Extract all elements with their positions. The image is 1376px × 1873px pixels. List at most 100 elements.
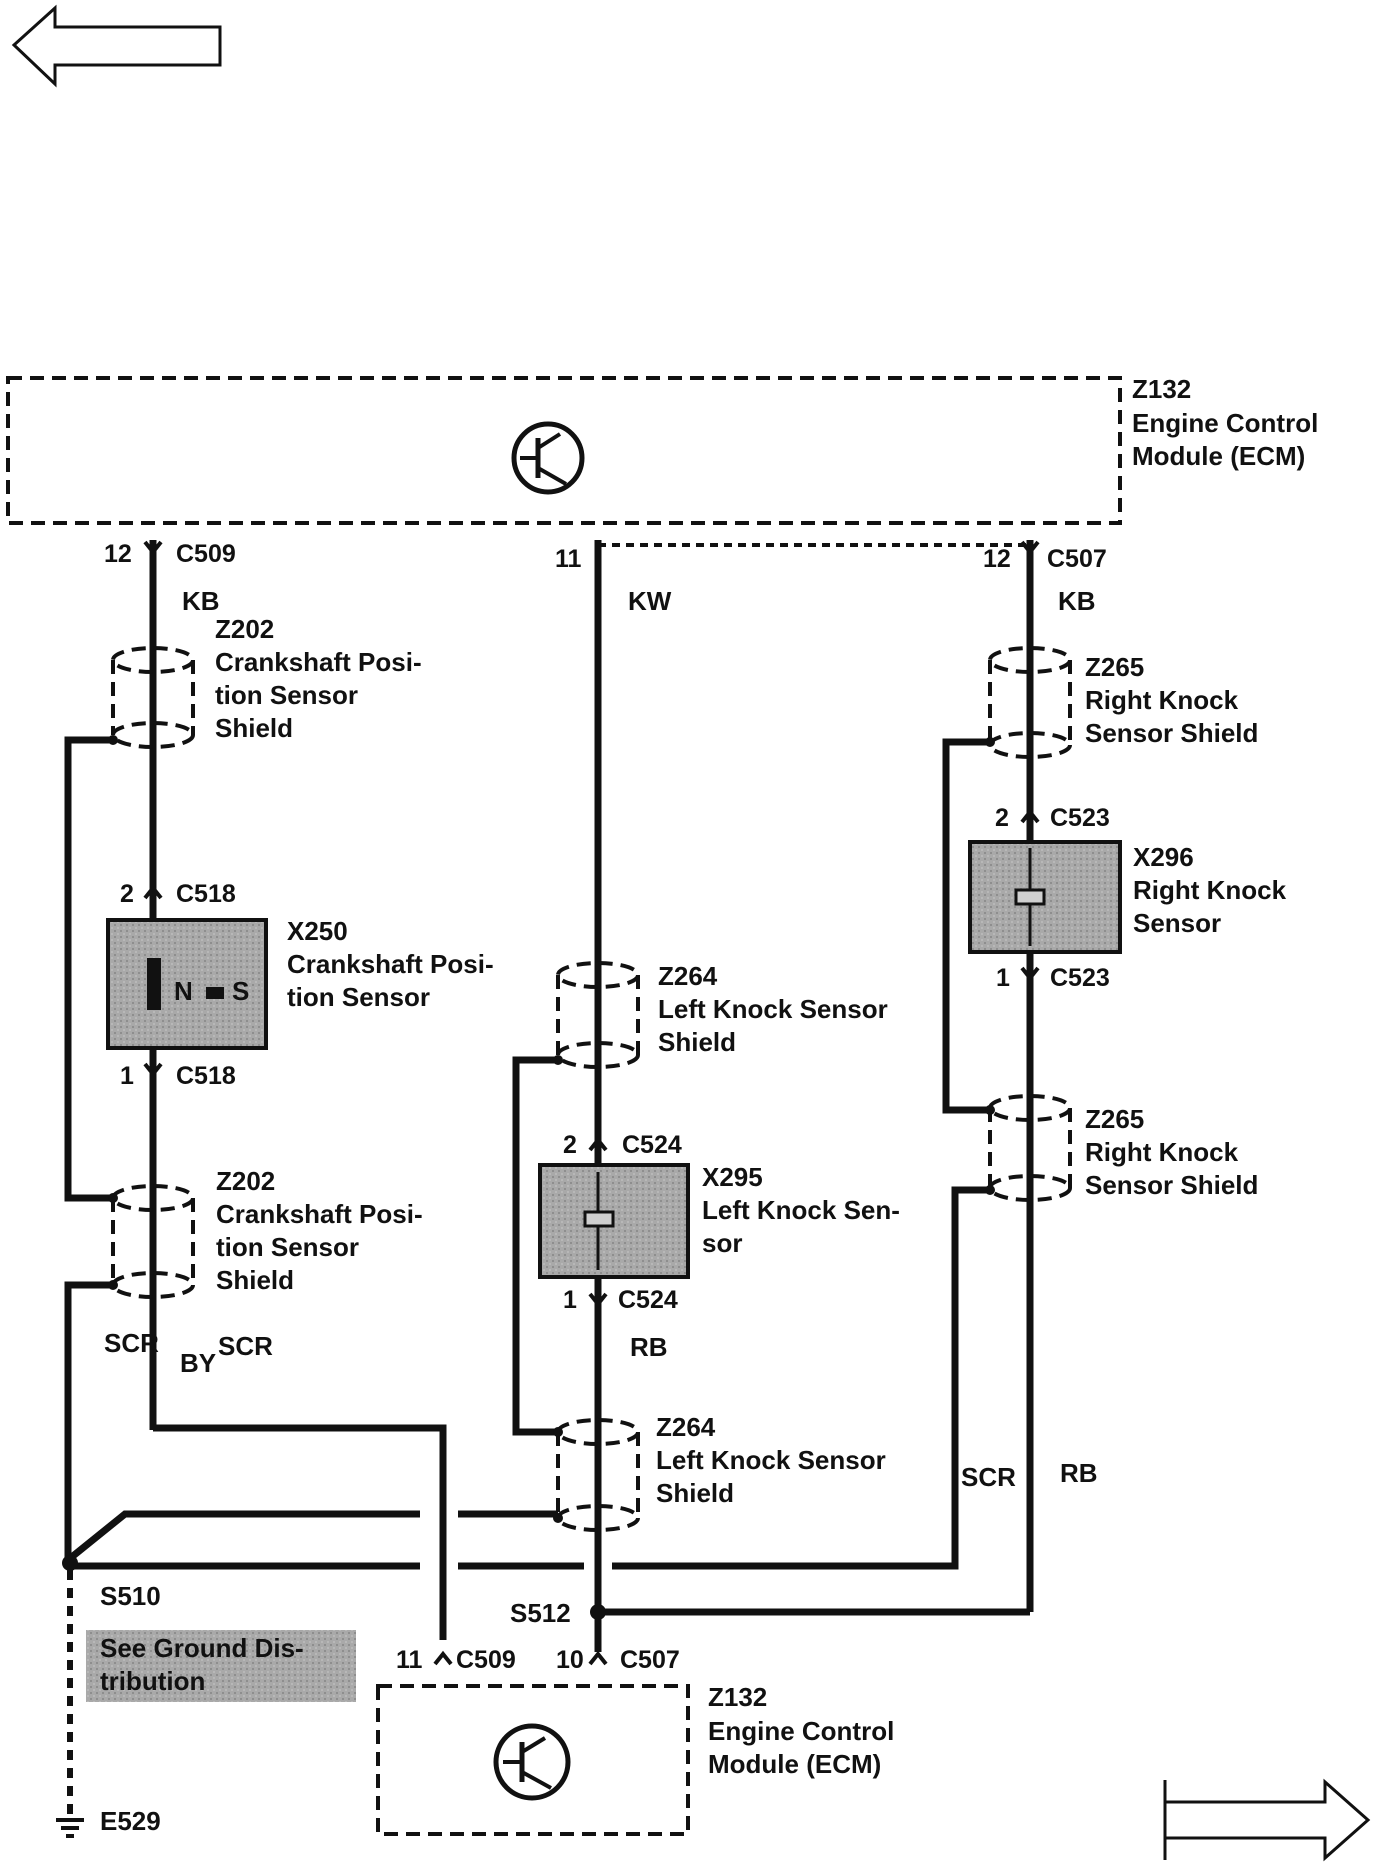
shield-drain-middle[interactable]	[512, 1056, 558, 1436]
x296-line2: Sensor	[1133, 908, 1221, 938]
c518-upper-name: C518	[176, 880, 236, 908]
x250-symbol-s: S	[232, 976, 249, 1006]
c518-lower-pin: 1	[120, 1062, 134, 1090]
c507-top-name: C507	[1047, 545, 1107, 573]
c507-bottom-pin: 10	[556, 1646, 584, 1674]
connector-marks	[143, 540, 1040, 1666]
shield-ground-network: SCR SCR S510 S512 E529	[56, 1328, 1030, 1838]
c523-upper-name: C523	[1050, 804, 1110, 832]
magnet-icon	[147, 958, 161, 1010]
arrow-left-icon[interactable]	[11, 4, 222, 88]
x295-line1: Left Knock Sen-	[702, 1195, 900, 1225]
z264-lower-line2: Shield	[656, 1478, 734, 1508]
ground-ref-box	[86, 1630, 356, 1702]
c523-lower-pin: 1	[996, 964, 1010, 992]
c524-lower-pin: 1	[563, 1286, 577, 1314]
ground-ref-line1: See Ground Dis-	[100, 1633, 304, 1663]
transistor-icon	[493, 1723, 571, 1801]
ecm-top-box	[6, 376, 1122, 525]
x296-line1: Right Knock	[1133, 875, 1287, 905]
piezo-icon	[583, 1172, 615, 1270]
kw-top-pin: 11	[555, 545, 582, 573]
ground-ref-line2: tribution	[100, 1666, 205, 1696]
wire-label-rb-left: RB	[630, 1332, 668, 1362]
ecm-top-module: Z132 Engine Control Module (ECM)	[6, 374, 1318, 525]
ecm-bottom-id: Z132	[708, 1682, 767, 1712]
ecm-bottom-name-line2: Module (ECM)	[708, 1749, 881, 1779]
x250-line2: tion Sensor	[287, 982, 430, 1012]
c509-bottom-name: C509	[456, 1646, 516, 1674]
z265-upper-line1: Right Knock	[1085, 685, 1239, 715]
c507-bottom-name: C507	[620, 1646, 680, 1674]
c509-top-name: C509	[176, 540, 236, 568]
x295-id: X295	[702, 1162, 763, 1192]
z202-upper-id: Z202	[215, 614, 274, 644]
c524-lower-name: C524	[618, 1286, 678, 1314]
x250-sensor-box	[106, 918, 268, 1050]
wire-label-kb-left: KB	[182, 586, 220, 616]
c509-top-pin: 12	[104, 540, 132, 568]
c518-upper-pin: 2	[120, 880, 134, 908]
z264-upper-id: Z264	[658, 961, 718, 991]
shield-drain-left-lower[interactable]	[64, 1281, 113, 1560]
ecm-bottom-module: 11 C509 10 C507 Z132 Engine Control Modu…	[376, 1646, 894, 1836]
wire-label-kb-right: KB	[1058, 586, 1096, 616]
x296-id: X296	[1133, 842, 1194, 872]
x250-id: X250	[287, 916, 348, 946]
piezo-icon	[1014, 848, 1046, 946]
transistor-icon	[511, 421, 585, 495]
shield-drain-right[interactable]	[942, 738, 990, 1114]
wire-by[interactable]	[149, 1424, 447, 1640]
c523-upper-pin: 2	[995, 804, 1009, 832]
x295-line2: sor	[702, 1228, 742, 1258]
z202-lower-line2: tion Sensor	[216, 1232, 359, 1262]
z265-lower-line1: Right Knock	[1085, 1137, 1239, 1167]
z265-upper-line2: Sensor Shield	[1085, 718, 1258, 748]
wire-scr-upper-left[interactable]	[65, 1510, 420, 1563]
z264-upper-line1: Left Knock Sensor	[658, 994, 888, 1024]
c524-upper-pin: 2	[563, 1131, 577, 1159]
splice-s510-dot	[62, 1555, 78, 1571]
c518-lower-name: C518	[176, 1062, 236, 1090]
magnet-core-icon	[206, 987, 224, 999]
z202-upper-line3: Shield	[215, 713, 293, 743]
wire-label-scr-1: SCR	[104, 1328, 159, 1358]
wire-label-scr-2: SCR	[218, 1331, 273, 1361]
arrow-right-icon[interactable]	[1163, 1778, 1371, 1862]
c507-top-pin: 12	[983, 545, 1011, 573]
x296-sensor-box	[968, 840, 1122, 954]
z264-lower-line1: Left Knock Sensor	[656, 1445, 886, 1475]
ecm-bottom-name-line1: Engine Control	[708, 1716, 894, 1746]
wire-scr-right[interactable]	[612, 1186, 990, 1570]
wire-label-scr-3: SCR	[961, 1462, 1016, 1492]
wire-label-kw: KW	[628, 586, 672, 616]
c524-upper-name: C524	[622, 1131, 682, 1159]
c509-bottom-pin: 11	[396, 1646, 423, 1674]
z202-upper-line1: Crankshaft Posi-	[215, 647, 422, 677]
x250-line1: Crankshaft Posi-	[287, 949, 494, 979]
ground-point-label: E529	[100, 1806, 161, 1836]
shield-drain-left-upper[interactable]	[64, 736, 113, 1202]
right-knock-circuit: 12 C507 KB Z265 Right Knock Sensor Shiel…	[612, 540, 1287, 1612]
ground-icon	[56, 1818, 84, 1838]
splice-s512-label: S512	[510, 1598, 571, 1628]
ground-distribution-link[interactable]: See Ground Dis- tribution	[86, 1630, 356, 1702]
z265-lower-id: Z265	[1085, 1104, 1144, 1134]
shield-z265-lower	[985, 1094, 1072, 1202]
z265-upper-id: Z265	[1085, 652, 1144, 682]
z202-upper-line2: tion Sensor	[215, 680, 358, 710]
shield-z264-lower	[553, 1418, 640, 1532]
c523-lower-name: C523	[1050, 964, 1110, 992]
z265-lower-line2: Sensor Shield	[1085, 1170, 1258, 1200]
crankshaft-circuit: 12 C509 KB Z202 Crankshaft Posi- tion Se…	[64, 540, 494, 1640]
left-knock-circuit: 11 KW Z264 Left Knock Sensor Shield 2 C5…	[512, 540, 1030, 1652]
z202-lower-line3: Shield	[216, 1265, 294, 1295]
ecm-top-name-line1: Engine Control	[1132, 408, 1318, 438]
ecm-top-name-line2: Module (ECM)	[1132, 441, 1305, 471]
wire-label-rb-right: RB	[1060, 1458, 1098, 1488]
ecm-top-id: Z132	[1132, 374, 1191, 404]
splice-s512-dot	[590, 1604, 606, 1620]
splice-s510-label: S510	[100, 1581, 161, 1611]
